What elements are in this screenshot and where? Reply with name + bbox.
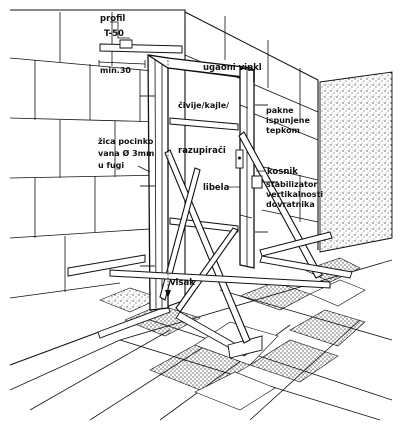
label-min30: min.30 [100, 66, 131, 75]
label-pakne-1: pakne [266, 106, 294, 115]
label-dovratnika: dovratnika [266, 200, 315, 209]
door-frame [147, 54, 255, 311]
label-zica-3: u fugi [98, 161, 124, 170]
left-tiled-wall [9, 9, 186, 366]
label-profil: profil [100, 14, 125, 24]
stippled-corner-wall [319, 71, 393, 253]
label-pakne-3: tepkom [266, 126, 300, 135]
label-civije-kajle: čivije/kajle/ [178, 100, 229, 110]
top-profile-rail [98, 21, 183, 68]
plumb-line [165, 60, 171, 298]
label-razupiraci: razupirači [178, 145, 226, 156]
label-visak: visak [170, 278, 195, 288]
wire-ties [140, 95, 268, 267]
label-ugaoni-vinkl: ugaoni vinkl [203, 63, 262, 73]
label-stabilizator: stabilizator [266, 180, 317, 189]
base-diagonal-board [109, 231, 353, 289]
callout-labels: profil T-50 min.30 ugaoni vinkl čivije/k… [98, 14, 323, 288]
stabilizer-clamp [251, 175, 278, 189]
label-zica-2: vana Ø 3mm [98, 148, 154, 158]
label-zica-1: žica pocinko [98, 137, 154, 146]
label-vertikalnosti: vertikalnosti [266, 190, 323, 199]
spreader-bars [169, 117, 253, 233]
label-libela: libela [203, 183, 230, 193]
floor-plank [97, 305, 263, 359]
label-t50: T-50 [104, 29, 124, 39]
label-pakne-2: ispunjene [266, 116, 310, 125]
label-kosnik: kosnik [267, 167, 298, 177]
